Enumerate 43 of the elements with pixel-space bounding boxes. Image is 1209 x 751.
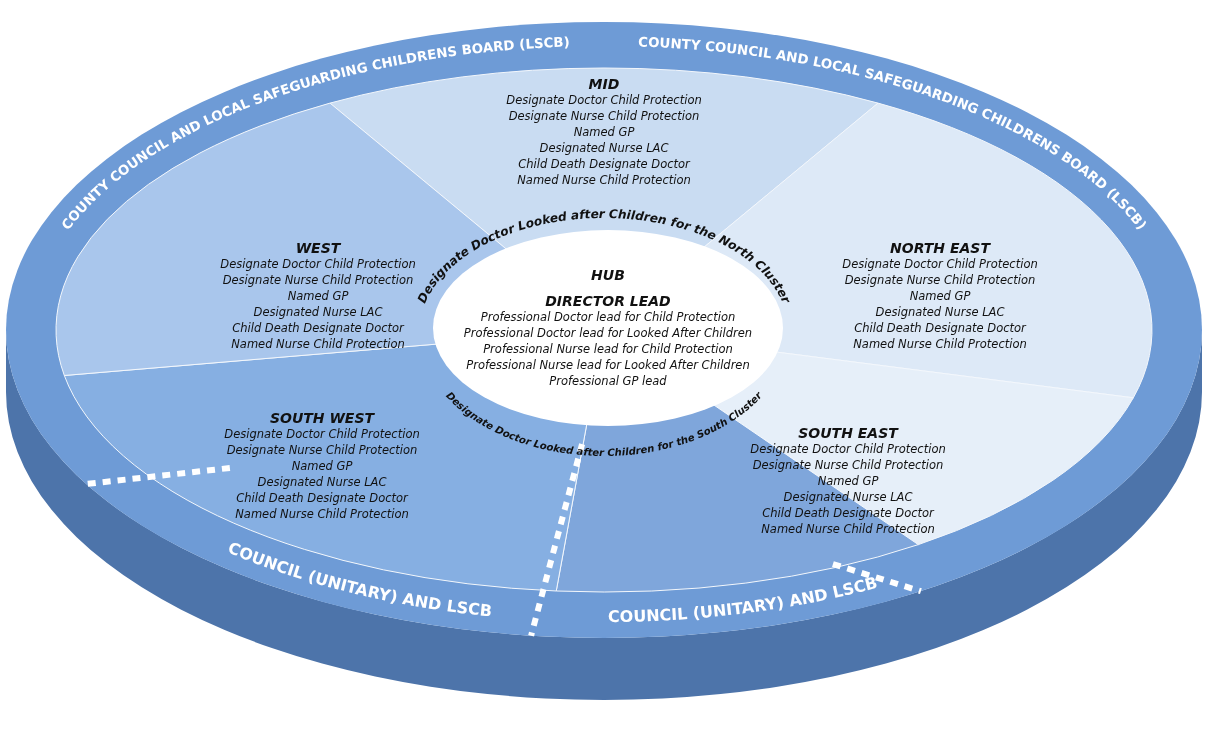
role-text: Professional Nurse lead for Looked After Children bbox=[466, 357, 750, 373]
role-text: Designate Nurse Child Protection bbox=[221, 272, 415, 288]
region-heading: WEST bbox=[294, 240, 342, 256]
role-text: Designated Nurse LAC bbox=[256, 474, 388, 490]
role-text: Child Death Designate Doctor bbox=[517, 156, 692, 172]
role-text: Child Death Designate Doctor bbox=[231, 320, 406, 336]
region-heading: DIRECTOR LEAD bbox=[545, 293, 671, 309]
role-text: Designate Doctor Child Protection bbox=[842, 256, 1038, 272]
role-text: Designated Nurse LAC bbox=[782, 489, 914, 505]
role-text: Named GP bbox=[572, 124, 636, 140]
role-text: Named GP bbox=[908, 288, 972, 304]
role-text: Child Death Designate Doctor bbox=[853, 320, 1028, 336]
role-text: Professional Doctor lead for Child Protection bbox=[480, 309, 736, 325]
role-text: Named Nurse Child Protection bbox=[760, 521, 936, 537]
role-text: Named GP bbox=[816, 473, 880, 489]
role-text: Designate Nurse Child Protection bbox=[225, 442, 419, 458]
role-text: Designate Doctor Child Protection bbox=[220, 256, 416, 272]
role-text: Child Death Designate Doctor bbox=[235, 490, 410, 506]
region-heading: SOUTH WEST bbox=[268, 410, 376, 426]
role-text: Child Death Designate Doctor bbox=[761, 505, 936, 521]
region-heading: HUB bbox=[591, 267, 625, 283]
region-heading: NORTH EAST bbox=[889, 240, 992, 256]
role-text: Named GP bbox=[286, 288, 350, 304]
role-text: Named Nurse Child Protection bbox=[852, 336, 1028, 352]
region-heading: SOUTH EAST bbox=[797, 425, 900, 441]
role-text: Named Nurse Child Protection bbox=[234, 506, 410, 522]
role-text: Designated Nurse LAC bbox=[252, 304, 384, 320]
role-text: Designate Nurse Child Protection bbox=[751, 457, 945, 473]
role-text: Named Nurse Child Protection bbox=[230, 336, 406, 352]
role-text: Designate Nurse Child Protection bbox=[507, 108, 701, 124]
region-heading: MID bbox=[587, 76, 621, 92]
role-text: Designated Nurse LAC bbox=[874, 304, 1006, 320]
role-text: Professional Doctor lead for Looked After Children bbox=[463, 325, 753, 341]
role-text: Designate Nurse Child Protection bbox=[843, 272, 1037, 288]
role-text: Professional Nurse lead for Child Protection bbox=[483, 341, 733, 357]
role-text: Named Nurse Child Protection bbox=[516, 172, 692, 188]
role-text: Designate Doctor Child Protection bbox=[750, 441, 946, 457]
role-text: Professional GP lead bbox=[549, 373, 667, 389]
role-text: Designate Doctor Child Protection bbox=[224, 426, 420, 442]
role-text: Named GP bbox=[290, 458, 354, 474]
role-text: Designated Nurse LAC bbox=[538, 140, 670, 156]
role-text: Designate Doctor Child Protection bbox=[506, 92, 702, 108]
band-caption: COUNCIL (UNITARY) AND LSCB bbox=[607, 572, 880, 626]
